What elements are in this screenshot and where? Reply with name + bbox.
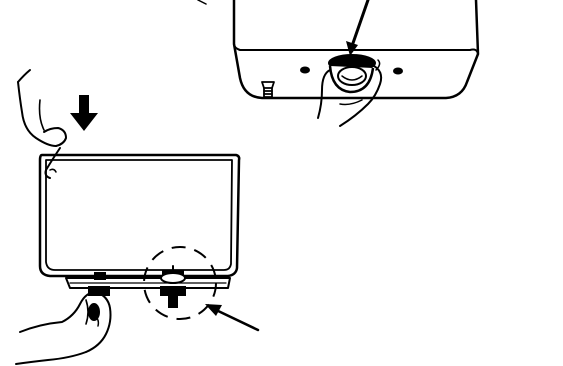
left-hand: [17, 69, 67, 179]
lower-hand: [15, 291, 112, 365]
bolt-hole-right: [393, 67, 403, 75]
toilet-tank: [38, 153, 241, 289]
edge-line-fragment: [197, 0, 207, 5]
tank-underside: [232, 0, 480, 100]
pointer-arrow: [346, 0, 370, 56]
left-bolt-nut: [88, 272, 110, 296]
down-arrow: [70, 95, 98, 131]
callout-arrow: [205, 304, 260, 332]
hand-holding-nut: [317, 59, 383, 127]
flush-valve-nut: [328, 54, 376, 94]
bolt-hole-left: [300, 66, 310, 74]
tank-bolt: [261, 81, 275, 98]
mounting-bolt-nut: [160, 265, 186, 308]
tank-bottom-closeup: [197, 0, 480, 127]
tank-lowering: [15, 69, 260, 365]
detail-circle: [143, 246, 217, 320]
bolt-holes: [300, 66, 403, 75]
